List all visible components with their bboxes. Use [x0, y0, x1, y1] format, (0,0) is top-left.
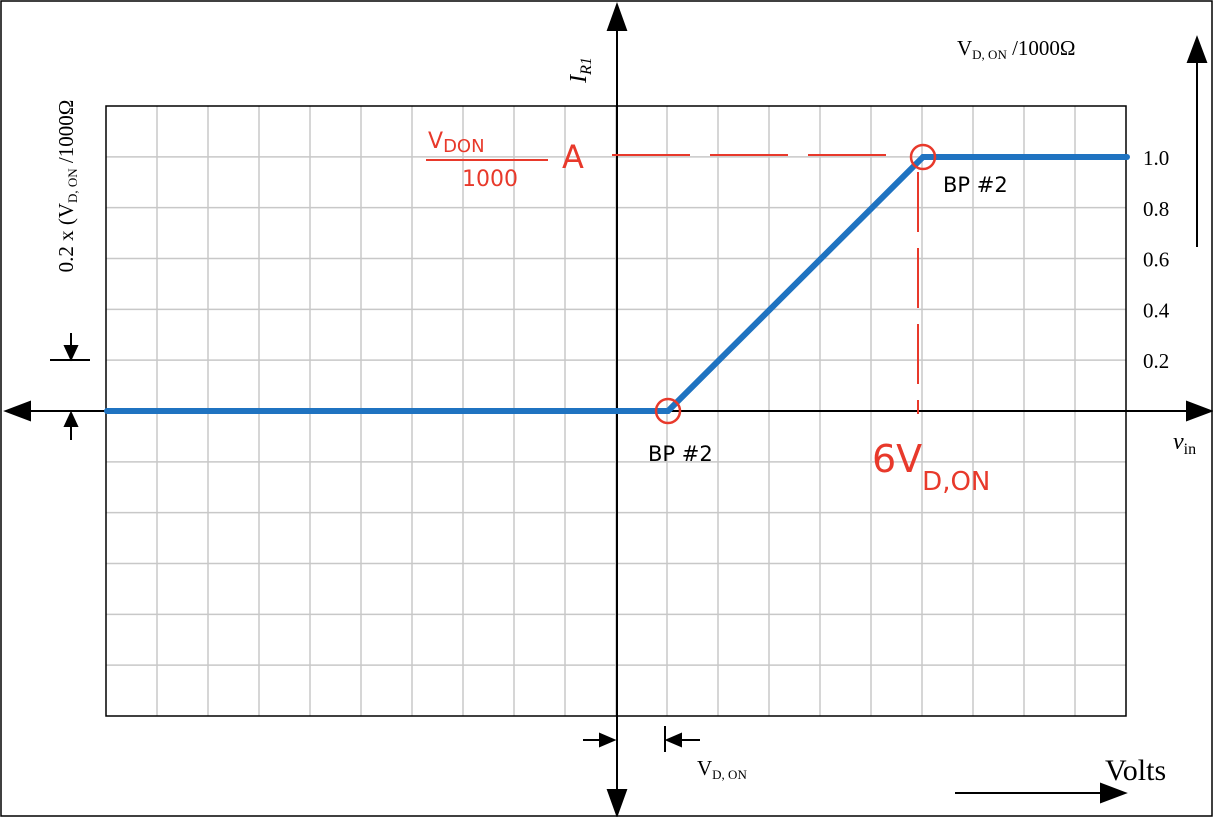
- y-tick-label: 0.2: [1143, 349, 1169, 373]
- data-point: [1124, 154, 1130, 160]
- y-axis-label: IR1: [566, 57, 595, 84]
- data-point: [920, 154, 926, 160]
- top-right-unit-label: VD, ON /1000Ω: [957, 36, 1076, 62]
- breakpoint-label: BP #2: [943, 173, 1008, 197]
- top-right-arrow: [1186, 35, 1208, 247]
- x-axis-label-main: v: [1173, 429, 1184, 455]
- breakpoint-markers: BP #2 BP #2: [648, 143, 1008, 466]
- left-vertical-sub: D, ON: [65, 168, 80, 203]
- annotation-6vdon-main: 6V: [872, 437, 922, 481]
- y-tick-labels: 0.2 0.4 0.6 0.8 1.0: [1143, 146, 1170, 373]
- y-tick-label: 0.8: [1143, 197, 1169, 221]
- annotation-amp-unit: A: [562, 138, 584, 176]
- x-axis-arrow-right: [1186, 400, 1213, 422]
- left-vertical-tail: /1000Ω: [54, 100, 78, 169]
- y-tick-label: 0.4: [1143, 298, 1170, 322]
- bottom-vdon-label: VD, ON: [697, 756, 747, 782]
- annotation-6vdon-sub: D,ON: [922, 467, 990, 497]
- annotation-vdon-v: V: [428, 129, 443, 154]
- series-points: [104, 154, 1130, 414]
- left-vertical-label: 0.2 x (VD, ON /1000Ω: [54, 100, 80, 273]
- data-point: [104, 408, 110, 414]
- y-axis-arrow-down: [606, 789, 628, 817]
- top-right-unit-sub: D, ON: [972, 47, 1007, 62]
- y-tick-label: 1.0: [1143, 146, 1169, 170]
- annotations: VDON 1000 A 6VD,ON: [426, 129, 990, 497]
- left-vertical-main: 0.2 x (V: [54, 203, 78, 272]
- breakpoint-label: BP #2: [648, 442, 713, 466]
- x-axis-label-sub: in: [1184, 441, 1196, 458]
- y-axis-label-sub: R1: [578, 57, 595, 76]
- bottom-vdon-sub: D, ON: [712, 767, 747, 782]
- y-tick-label: 0.6: [1143, 248, 1169, 272]
- breakpoint-circle: [654, 397, 682, 425]
- data-point: [665, 408, 671, 414]
- volts-label: Volts: [1105, 754, 1166, 787]
- left-dimension-marker: [50, 333, 90, 440]
- annotation-vdon-numerator: VDON: [428, 129, 485, 157]
- breakpoint-circle: [909, 143, 937, 171]
- bottom-dimension-marker: [583, 726, 700, 752]
- volts-arrow: [955, 782, 1128, 804]
- y-axis-label-main: I: [566, 74, 592, 84]
- top-right-unit-main: V: [957, 36, 972, 60]
- x-axis-label: vin: [1173, 429, 1196, 458]
- annotation-6vdon: 6VD,ON: [872, 437, 990, 497]
- annotation-1000-denominator: 1000: [462, 167, 518, 192]
- series-line: [107, 154, 1127, 414]
- y-axis-arrow-up: [606, 2, 628, 31]
- bottom-vdon-main: V: [697, 756, 712, 780]
- annotation-vdon-sub: DON: [443, 136, 485, 157]
- x-axis-arrow-left: [3, 400, 31, 422]
- top-right-unit-tail: /1000Ω: [1007, 36, 1076, 60]
